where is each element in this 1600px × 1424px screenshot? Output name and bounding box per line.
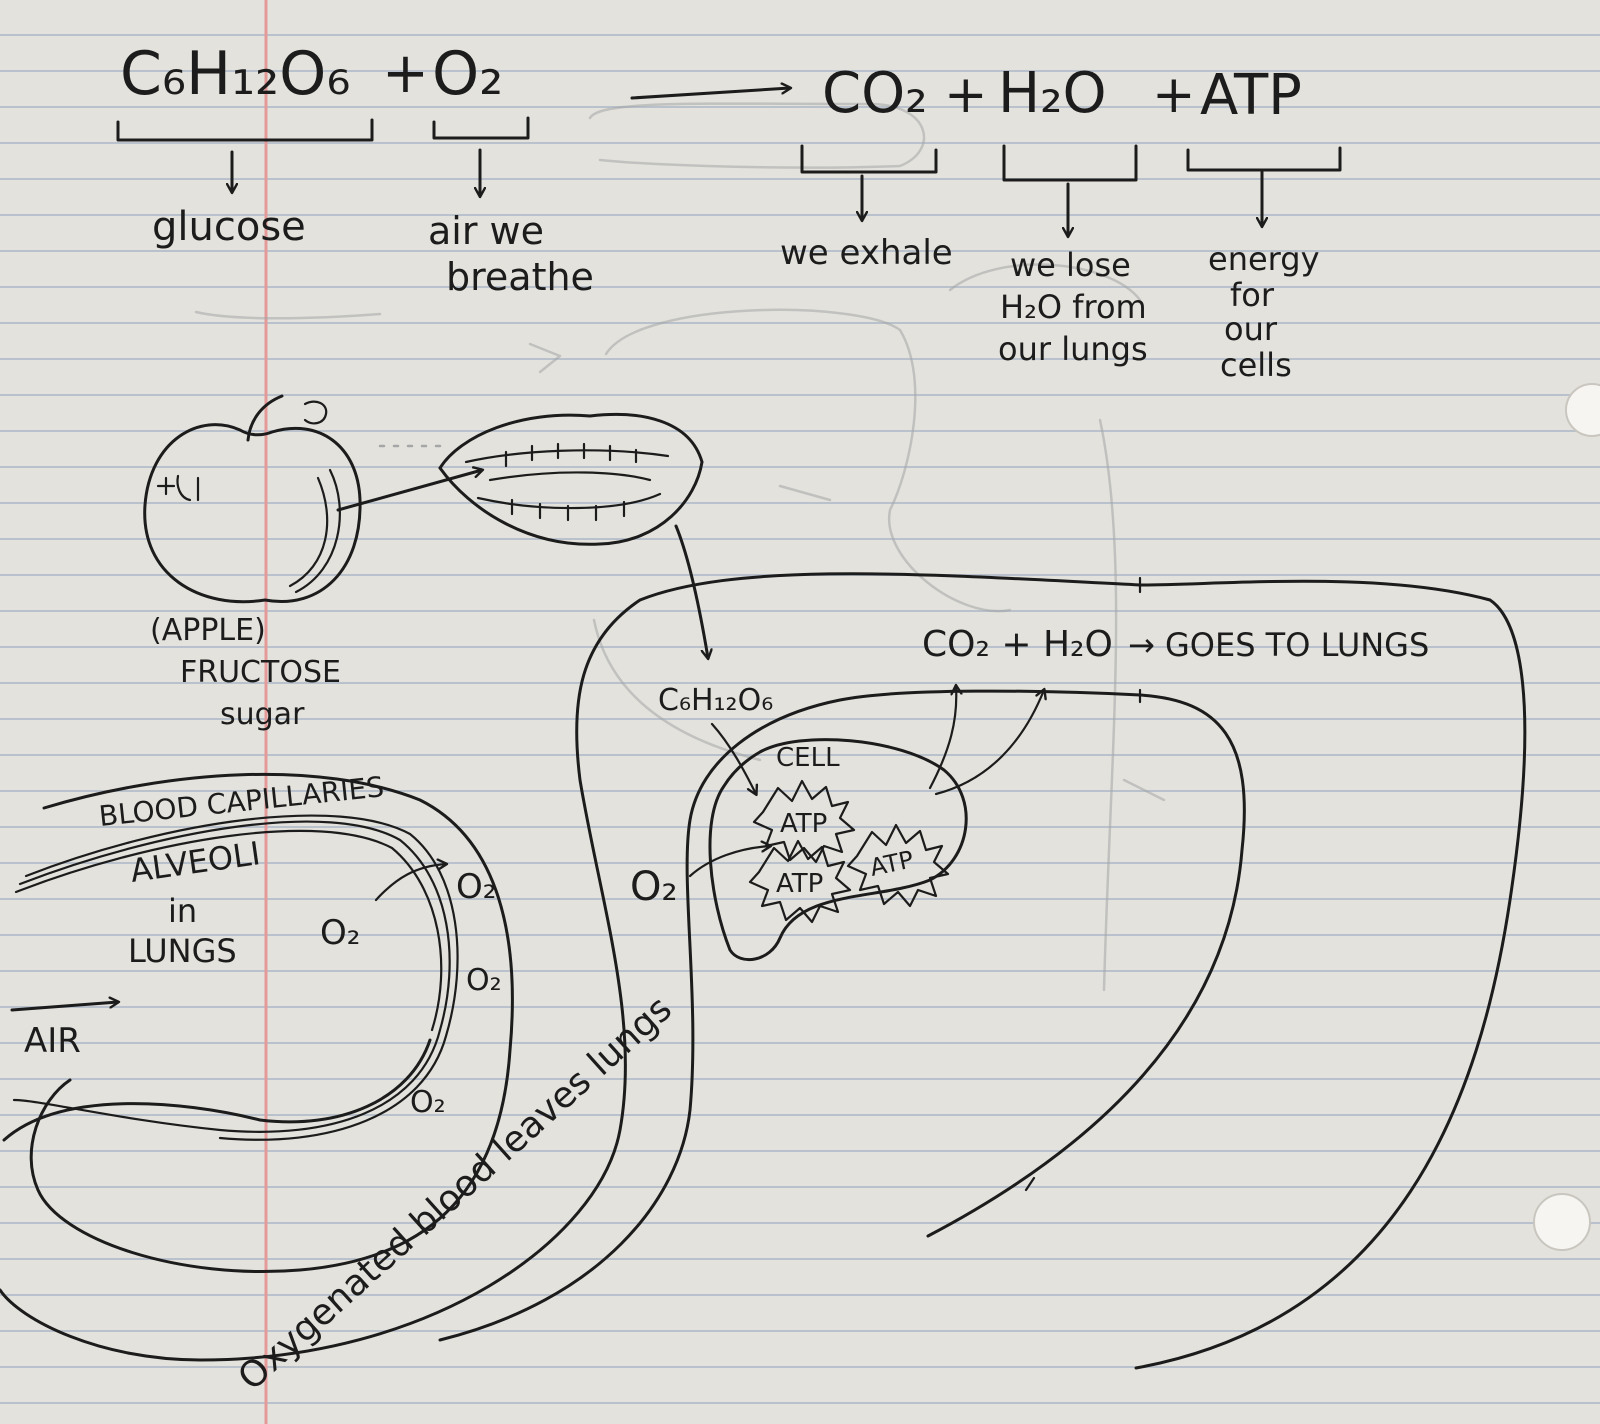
air-label-line1: air we (428, 209, 544, 253)
apple-label-line3: sugar (220, 697, 305, 732)
energy-line1: energy (1208, 240, 1320, 278)
mouth-to-glucose-arrow (676, 526, 708, 658)
alveoli-label-line2: in (168, 892, 197, 930)
o2-label: O₂ (456, 867, 496, 907)
bracket-water (1004, 146, 1136, 180)
cell-label: CELL (776, 743, 840, 773)
water-formula: H₂O (998, 61, 1107, 126)
bleed-through-marks (196, 104, 1164, 990)
mouth-drawing (440, 414, 702, 544)
co2-formula: CO₂ (822, 61, 928, 126)
apple-drawing (145, 396, 360, 602)
glucose-label: glucose (152, 204, 306, 250)
energy-line4: cells (1220, 346, 1292, 384)
o2-label: O₂ (466, 963, 502, 998)
atp-label: ATP (780, 809, 827, 839)
water-loss-line3: our lungs (998, 330, 1148, 368)
cell-co2-out-arrow (930, 686, 956, 788)
air-label-line2: breathe (446, 255, 594, 299)
energy-line2: for (1230, 276, 1275, 314)
cell-glucose-input: C₆H₁₂O₆ (658, 683, 773, 718)
bracket-glucose (118, 120, 372, 140)
binder-hole-bottom (1534, 1194, 1590, 1250)
cell-o2-input: O₂ (630, 864, 678, 910)
plus-sign: + (1152, 65, 1196, 125)
apple-label-line1: (APPLE) (150, 613, 266, 648)
plus-sign: + (944, 65, 988, 125)
goes-to-lungs-label: → GOES TO LUNGS (1128, 626, 1429, 664)
exhale-label: we exhale (780, 233, 953, 273)
reaction-arrow (632, 88, 790, 98)
atp-label: ATP (867, 845, 916, 881)
water-loss-line1: we lose (1010, 246, 1131, 284)
apple-label-line2: FRUCTOSE (180, 655, 341, 690)
air-in-arrow (12, 1002, 118, 1010)
energy-line3: our (1224, 310, 1278, 348)
alveoli-label-line3: LUNGS (128, 932, 237, 970)
bracket-atp (1188, 148, 1340, 170)
o2-label: O₂ (410, 1085, 446, 1120)
o2-in-alveolus: O₂ (320, 913, 360, 953)
binder-hole-top (1566, 384, 1600, 436)
atp-label: ATP (1200, 63, 1302, 128)
air-in-label: AIR (24, 1021, 81, 1061)
plus-sign: + (382, 41, 429, 106)
water-loss-line2: H₂O from (1000, 288, 1147, 326)
atp-label: ATP (776, 869, 823, 899)
cell-outputs-label: CO₂ + H₂O (922, 624, 1113, 665)
bracket-oxygen (434, 118, 528, 138)
glucose-formula: C₆H₁₂O₆ (120, 39, 350, 109)
oxygen-formula: O₂ (432, 39, 503, 109)
